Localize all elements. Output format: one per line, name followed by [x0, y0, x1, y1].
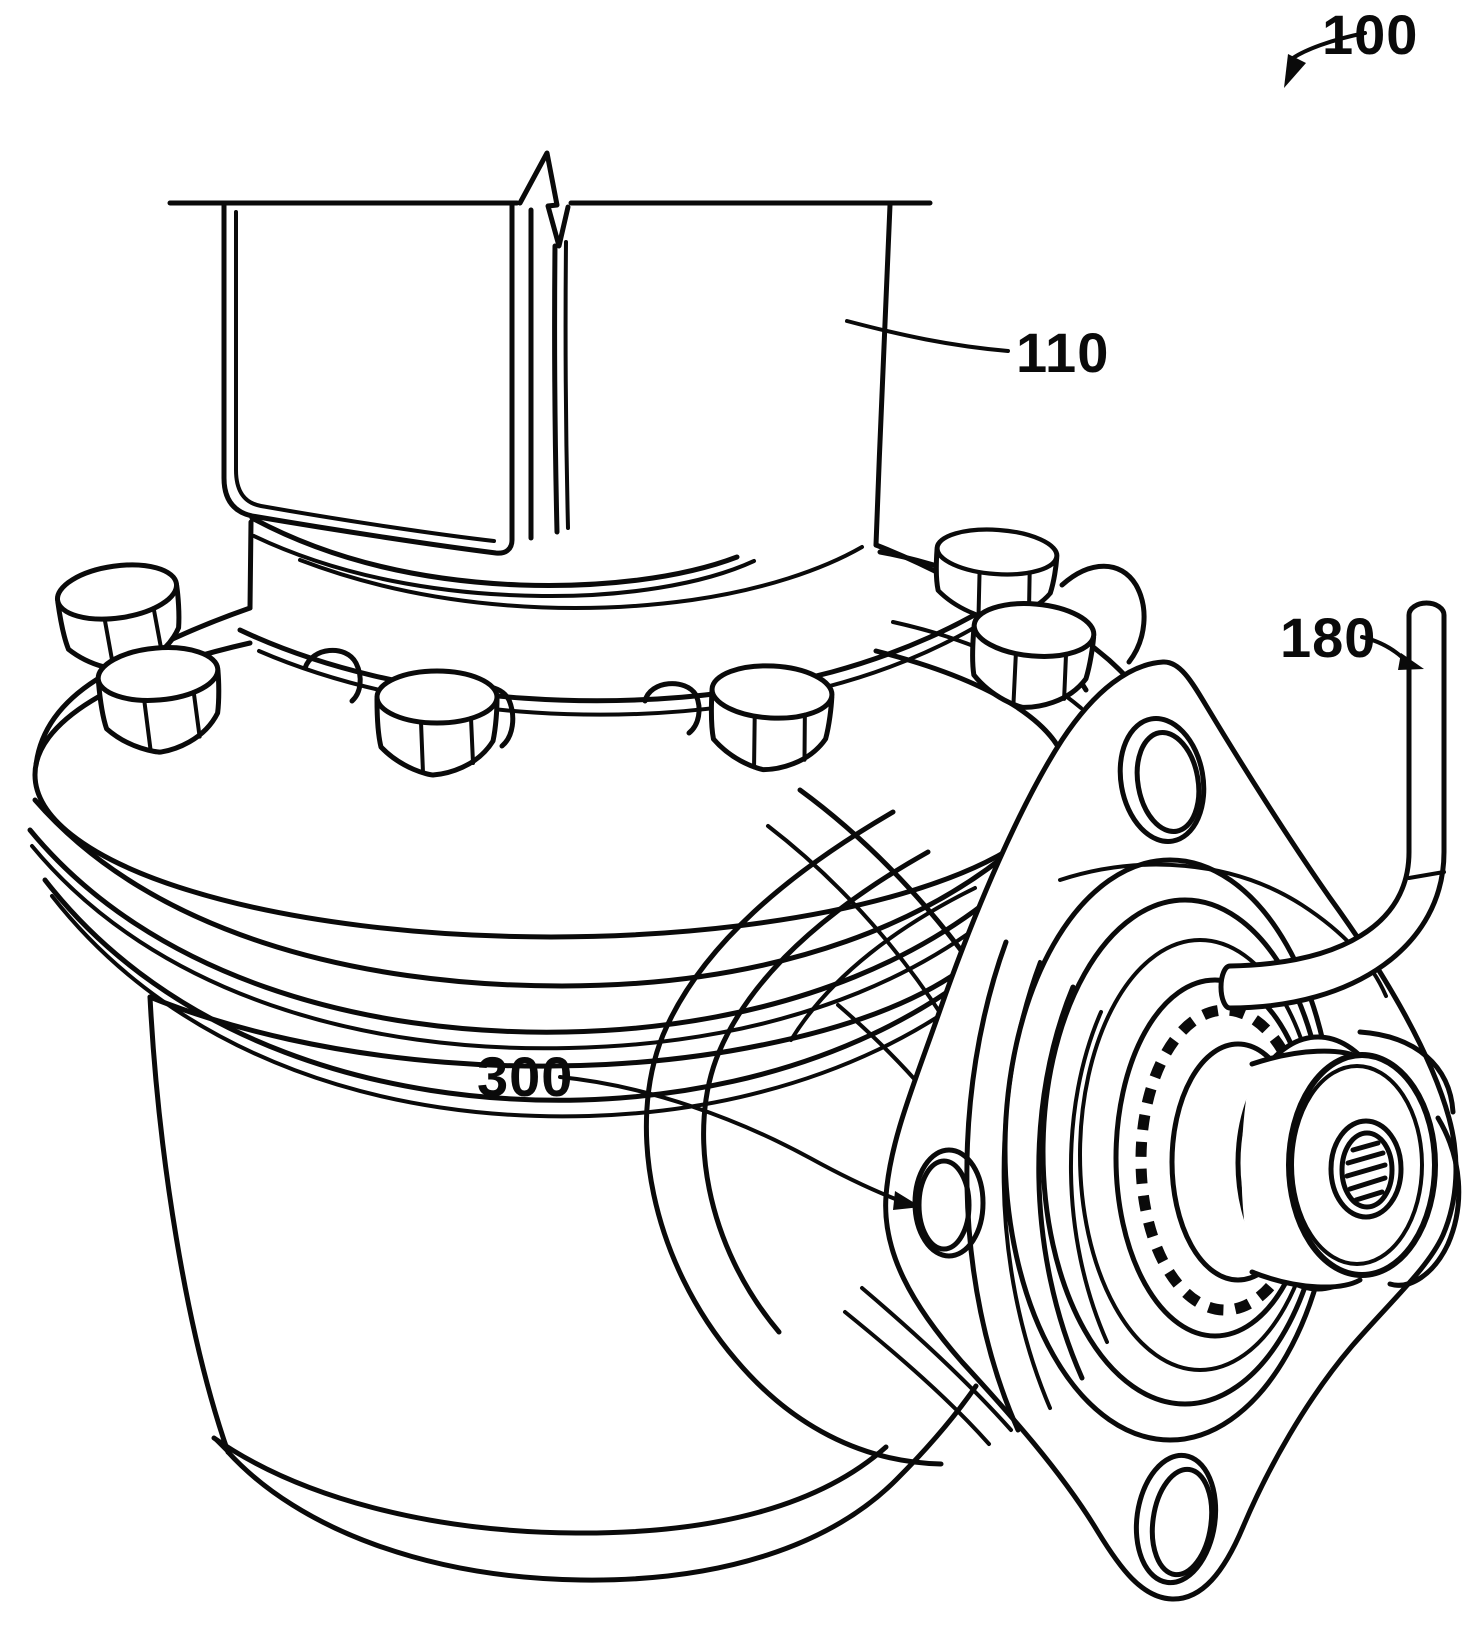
ref-label-180: 180 [1280, 606, 1376, 669]
cone-inner-2 [789, 886, 977, 1042]
hub-bore-outer [1328, 1118, 1404, 1220]
hex-bolt-head [934, 527, 1060, 577]
nameplate-lip-1 [249, 515, 740, 589]
spline-hatch-line [1345, 1150, 1386, 1166]
hex-bolt-facets [419, 716, 475, 775]
spline-hatch-line [1344, 1162, 1388, 1179]
upper-hook [1357, 1029, 1456, 1115]
tube-outline [1218, 600, 1447, 1011]
hub-front-face [1286, 1052, 1438, 1278]
hex-bolt [970, 601, 1097, 710]
cup-bottom-inner [211, 1435, 889, 1536]
flange-ring-3 [27, 815, 1073, 1035]
ref-label-100: 100 [1322, 3, 1418, 66]
hex-bolt-head [709, 663, 835, 721]
plate-fold-4 [1068, 1010, 1109, 1344]
hub-bore-spline [1339, 1130, 1395, 1210]
lower-cup [147, 961, 979, 1583]
hex-bolt-head [54, 562, 180, 622]
mounting-plate [883, 563, 1459, 1602]
flange-ring-4 [30, 832, 1074, 1051]
upper-cylinder [167, 150, 933, 611]
plate-hole-bottom-counterbore [1133, 1452, 1219, 1586]
spline-hatch-line [1353, 1189, 1385, 1203]
cone-lower-edge-1 [860, 1286, 1013, 1432]
cup-bottom-outer [225, 1383, 979, 1583]
break-zigzag [517, 150, 571, 249]
spline-hatch [1344, 1140, 1388, 1203]
hex-bolt-facets [142, 689, 202, 753]
cone-lower-edge-2 [843, 1310, 991, 1446]
nameplate-inner-line [234, 210, 496, 543]
cup-top-rim [147, 961, 972, 1069]
cup-rim-join [212, 1436, 230, 1454]
leader-110 [845, 319, 1010, 353]
flange-bolts [54, 527, 1097, 778]
ref-label-110: 110 [1016, 321, 1109, 384]
right-bulge-outer [1387, 1115, 1462, 1288]
output-hub [1235, 1034, 1438, 1292]
tube-seam [1407, 870, 1446, 880]
arrowhead-300 [893, 1191, 921, 1210]
leader-300 [558, 1075, 900, 1202]
torn-edge-1 [552, 243, 560, 535]
cylinder-left-edge [247, 519, 254, 611]
spline-hatch-line [1347, 1175, 1388, 1192]
cylinder-right-edge [873, 202, 893, 548]
cone-inner [701, 849, 931, 1335]
plate-hole-left-counterbore [912, 1147, 986, 1259]
cup-left-edge [147, 994, 231, 1455]
annotations: 100 110 180 300 [477, 3, 1424, 1210]
nameplate-lip-2 [252, 534, 756, 599]
arrowhead-100 [1284, 54, 1306, 88]
plate-hole-left [916, 1158, 972, 1252]
rim-tab-3 [642, 681, 702, 736]
hex-bolt-facets [1011, 651, 1069, 707]
plate-hole-bottom [1149, 1466, 1215, 1578]
hex-bolt-head [374, 668, 500, 726]
hex-bolt [708, 663, 835, 773]
hex-bolt [933, 527, 1060, 620]
hub-face-bevel [1290, 1064, 1424, 1266]
nameplate-outline [221, 202, 515, 556]
plate-hole-top [1134, 729, 1202, 835]
cone-outer [643, 809, 944, 1467]
hex-bolt-head [95, 645, 221, 703]
cylinder-contour [298, 545, 864, 610]
plate-hole-top-counterbore [1117, 716, 1207, 844]
plate-fold-3 [1036, 984, 1085, 1381]
hex-bolt [95, 645, 222, 755]
rim-tab-1 [302, 647, 363, 704]
ref-label-300: 300 [477, 1045, 573, 1108]
bolted-flange [27, 542, 1089, 1119]
nameplate [221, 202, 864, 610]
rim-tab-4 [1059, 563, 1147, 665]
hex-bolt [374, 668, 500, 778]
spline-hatch-line [1350, 1140, 1381, 1153]
hex-bolt-facets [752, 712, 807, 770]
torn-edge-2 [563, 240, 570, 530]
hub-bottom-edge [1249, 1269, 1363, 1290]
hex-bolt-head [971, 601, 1097, 659]
flange-ring-2 [32, 794, 1069, 989]
leader-100 [1291, 31, 1367, 60]
bent-tube [1218, 600, 1447, 1011]
arrowhead-180 [1398, 653, 1424, 670]
